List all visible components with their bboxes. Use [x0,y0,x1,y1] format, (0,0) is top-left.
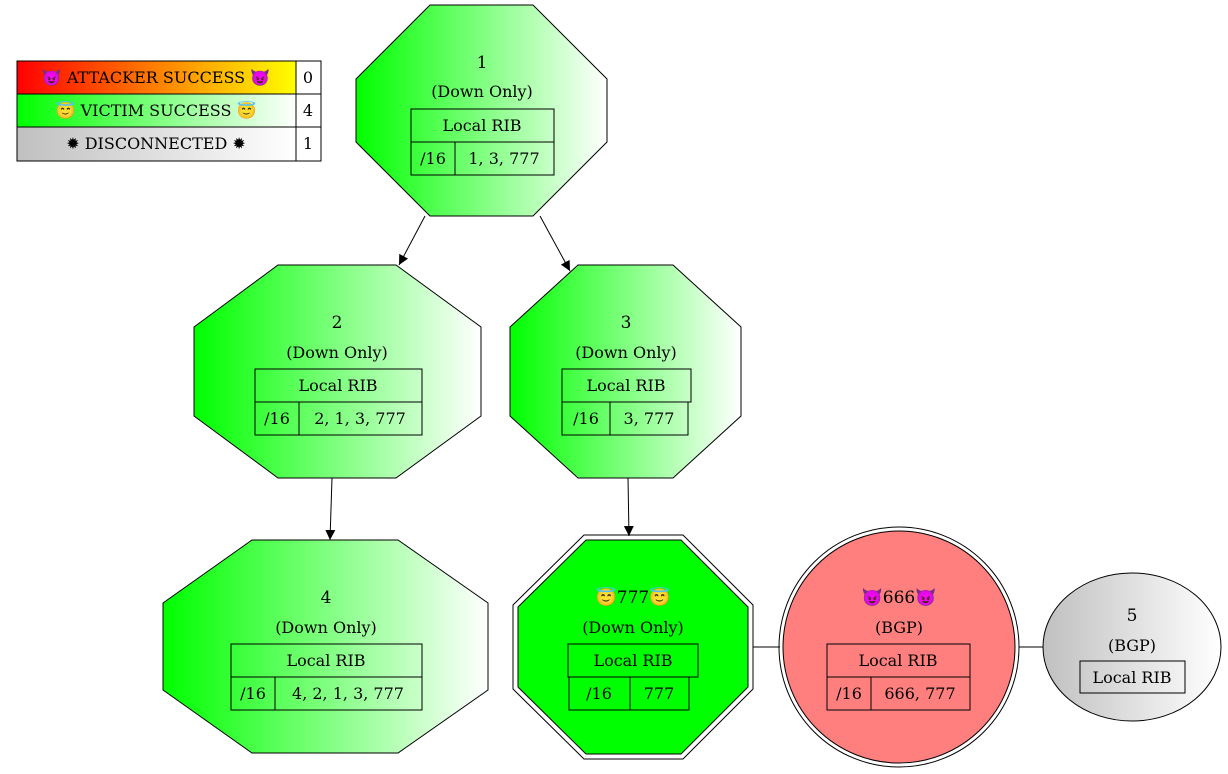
node-1-prefix: /16 [420,149,446,168]
node-3-rib-table: Local RIB /16 3, 777 [561,368,692,436]
node-4-prefix: /16 [240,684,266,703]
edge-2-to-4 [325,477,336,541]
node-2-as-path: 2, 1, 3, 777 [314,409,406,428]
node-5-title: 5 [1127,606,1138,626]
edge-1-to-2 [398,215,426,266]
node-3-as-path: 3, 777 [624,409,675,428]
node-4-subtitle: (Down Only) [275,618,377,637]
node-as-5: 5 (BGP) Local RIB [1042,572,1222,722]
node-777-rib-table: Local RIB /16 777 [567,643,699,711]
legend-victim-count: 4 [303,101,313,120]
node-4-title: 4 [321,588,332,608]
node-666-rib-table: Local RIB /16 666, 777 [826,643,971,711]
node-666-as-path: 666, 777 [884,684,955,703]
node-5-rib-header: Local RIB [1092,668,1171,687]
node-3-rib-header: Local RIB [586,376,665,395]
node-as-1: 1 (Down Only) Local RIB /16 1, 3, 777 [355,4,608,217]
legend-row-victim: 😇 VICTIM SUCCESS 😇 4 [16,93,322,128]
node-attacker-666: 😈666😈 (BGP) Local RIB /16 666, 777 [778,526,1020,768]
node-5-rib-table: Local RIB [1079,660,1186,694]
node-777-subtitle: (Down Only) [582,618,684,637]
node-4-rib-table: Local RIB /16 4, 2, 1, 3, 777 [230,643,423,711]
node-2-subtitle: (Down Only) [286,343,388,362]
node-4-as-path: 4, 2, 1, 3, 777 [292,684,404,703]
node-1-title: 1 [477,53,488,73]
node-2-rib-header: Local RIB [298,376,377,395]
node-1-rib-table: Local RIB /16 1, 3, 777 [410,108,555,176]
edge-1-to-3 [539,215,571,272]
node-2-prefix: /16 [264,409,290,428]
node-2-rib-table: Local RIB /16 2, 1, 3, 777 [254,368,423,436]
legend-disconnected-count: 1 [303,134,313,153]
node-1-rib-header: Local RIB [442,116,521,135]
node-777-title: 😇777😇 [596,587,671,608]
node-666-title: 😈666😈 [862,588,937,608]
node-3-subtitle: (Down Only) [575,343,677,362]
node-1-as-path: 1, 3, 777 [468,149,539,168]
legend: 😈 ATTACKER SUCCESS 😈 0 😇 VICTIM SUCCESS … [16,60,322,162]
legend-row-disconnected: ✹ DISCONNECTED ✹ 1 [16,126,322,162]
node-3-title: 3 [621,313,632,333]
node-777-as-path: 777 [644,684,675,703]
node-777-prefix: /16 [586,684,612,703]
node-as-4: 4 (Down Only) Local RIB /16 4, 2, 1, 3, … [162,539,489,754]
legend-victim-label: 😇 VICTIM SUCCESS 😇 [56,101,257,120]
node-777-rib-header: Local RIB [593,651,672,670]
legend-row-attacker: 😈 ATTACKER SUCCESS 😈 0 [16,60,322,95]
node-666-rib-header: Local RIB [858,651,937,670]
legend-disconnected-label: ✹ DISCONNECTED ✹ [66,134,246,153]
edge-3-to-777 [623,477,634,537]
node-as-2: 2 (Down Only) Local RIB /16 2, 1, 3, 777 [193,264,482,479]
node-666-subtitle: (BGP) [875,618,923,637]
edges [325,215,1043,648]
node-2-title: 2 [332,313,343,333]
node-4-rib-header: Local RIB [286,651,365,670]
node-victim-777: 😇777😇 (Down Only) Local RIB /16 777 [512,534,754,760]
node-1-subtitle: (Down Only) [431,82,533,101]
node-666-prefix: /16 [836,684,862,703]
node-3-prefix: /16 [573,409,599,428]
legend-attacker-label: 😈 ATTACKER SUCCESS 😈 [42,68,270,87]
legend-attacker-count: 0 [303,68,313,87]
node-5-subtitle: (BGP) [1108,636,1156,655]
node-as-3: 3 (Down Only) Local RIB /16 3, 777 [509,264,742,479]
